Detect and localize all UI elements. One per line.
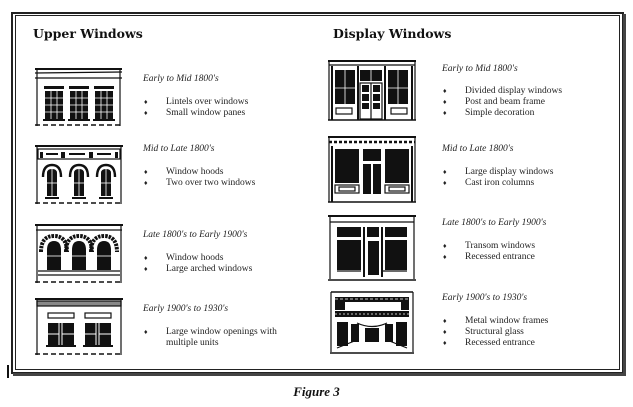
display-era-1: Early to Mid 1800's xyxy=(442,64,518,74)
left-margin-mark xyxy=(7,365,9,378)
bullet-item: ♦Simple decoration xyxy=(443,108,535,118)
diamond-bullet-icon: ♦ xyxy=(443,242,447,250)
display-era-4: Early 1900's to 1930's xyxy=(442,293,528,303)
frame-shadow-right xyxy=(623,14,626,376)
bullet-item: ♦Structural glass xyxy=(443,327,524,337)
diamond-bullet-icon: ♦ xyxy=(443,253,447,261)
display-era-3: Late 1800's to Early 1900's xyxy=(442,218,547,228)
bullet-item: ♦Recessed entrance xyxy=(443,338,535,348)
bullet-item: ♦Small window panes xyxy=(144,108,246,118)
display-windows-metal-frames-illustration xyxy=(330,291,414,354)
diamond-bullet-icon: ♦ xyxy=(443,98,447,106)
figure-frame-inner xyxy=(15,15,620,370)
diamond-bullet-icon: ♦ xyxy=(443,339,447,347)
upper-era-3: Late 1800's to Early 1900's xyxy=(143,230,248,240)
upper-era-2: Mid to Late 1800's xyxy=(143,144,215,154)
display-bullets-2: ♦Large display windows ♦Cast iron column… xyxy=(443,167,553,189)
upper-windows-arched-illustration xyxy=(35,224,123,283)
diamond-bullet-icon: ♦ xyxy=(443,179,447,187)
diamond-bullet-icon: ♦ xyxy=(144,328,148,336)
diamond-bullet-icon: ♦ xyxy=(144,98,148,106)
upper-windows-lintels-illustration xyxy=(34,68,123,126)
bullet-item: ♦Post and beam frame xyxy=(443,97,545,107)
upper-windows-large-openings-illustration xyxy=(35,298,123,355)
upper-bullets-4: ♦Large window openings with multiple uni… xyxy=(144,327,304,349)
display-bullets-1: ♦Divided display windows ♦Post and beam … xyxy=(443,86,562,119)
diamond-bullet-icon: ♦ xyxy=(144,179,148,187)
diamond-bullet-icon: ♦ xyxy=(144,168,148,176)
bullet-item: ♦Large arched windows xyxy=(144,264,253,274)
bullet-item: ♦Recessed entrance xyxy=(443,252,535,262)
diamond-bullet-icon: ♦ xyxy=(443,317,447,325)
figure-caption: Figure 3 xyxy=(293,384,340,399)
bullet-item: ♦Divided display windows xyxy=(443,86,563,96)
upper-bullets-2: ♦Window hoods ♦Two over two windows xyxy=(144,167,255,189)
display-bullets-4: ♦Metal window frames ♦Structural glass ♦… xyxy=(443,316,548,349)
bullet-item: ♦Window hoods xyxy=(144,167,224,177)
bullet-item: ♦Two over two windows xyxy=(144,178,256,188)
upper-era-4: Early 1900's to 1930's xyxy=(143,304,229,314)
display-windows-heading: Display Windows xyxy=(333,26,452,41)
upper-windows-hoods-illustration xyxy=(35,145,123,204)
upper-bullets-3: ♦Window hoods ♦Large arched windows xyxy=(144,253,252,275)
bullet-item: ♦Window hoods xyxy=(144,253,224,263)
diamond-bullet-icon: ♦ xyxy=(144,265,148,273)
bullet-item: ♦Lintels over windows xyxy=(144,97,249,107)
frame-shadow-bottom xyxy=(13,373,626,376)
upper-era-1: Early to Mid 1800's xyxy=(143,74,219,84)
display-windows-cast-iron-illustration xyxy=(328,136,416,203)
bullet-item: ♦Large display windows xyxy=(443,167,554,177)
display-bullets-3: ♦Transom windows ♦Recessed entrance xyxy=(443,241,535,263)
diamond-bullet-icon: ♦ xyxy=(144,254,148,262)
bullet-item: ♦Large window openings with multiple uni… xyxy=(144,327,277,348)
upper-windows-heading: Upper Windows xyxy=(33,26,143,41)
diamond-bullet-icon: ♦ xyxy=(443,87,447,95)
diamond-bullet-icon: ♦ xyxy=(144,109,148,117)
display-windows-divided-illustration xyxy=(328,60,416,121)
diamond-bullet-icon: ♦ xyxy=(443,328,447,336)
display-windows-transom-illustration xyxy=(328,215,416,281)
bullet-item: ♦Cast iron columns xyxy=(443,178,535,188)
bullet-item: ♦Transom windows xyxy=(443,241,536,251)
bullet-item: ♦Metal window frames xyxy=(443,316,549,326)
diamond-bullet-icon: ♦ xyxy=(443,109,447,117)
upper-bullets-1: ♦Lintels over windows ♦Small window pane… xyxy=(144,97,248,119)
display-era-2: Mid to Late 1800's xyxy=(442,144,514,154)
diamond-bullet-icon: ♦ xyxy=(443,168,447,176)
